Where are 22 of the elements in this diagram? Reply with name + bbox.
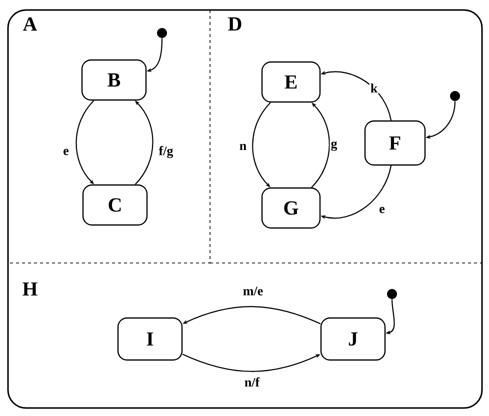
state-box: F [364, 120, 426, 166]
initial-dot [157, 28, 167, 38]
initial-dot [387, 289, 397, 299]
state-box: I [117, 317, 183, 361]
arrow [311, 102, 330, 188]
state-box: E [261, 61, 321, 103]
arrow [76, 100, 94, 184]
state-box: J [320, 317, 386, 361]
arrow [134, 100, 154, 185]
edge-label: m/e [242, 286, 264, 296]
edge-label: e [378, 206, 386, 214]
edge-label: e [62, 148, 70, 156]
state-box: C [82, 184, 148, 226]
edge-label: n/f [243, 376, 261, 388]
state-box: G [261, 187, 321, 229]
edge-label: g [330, 140, 338, 152]
initial-dot [450, 91, 460, 101]
arrow [252, 102, 271, 188]
edge-label: f/g [158, 145, 174, 159]
edge-label: k [369, 82, 379, 94]
state-box: B [81, 59, 147, 101]
edge-label: n [238, 142, 248, 152]
